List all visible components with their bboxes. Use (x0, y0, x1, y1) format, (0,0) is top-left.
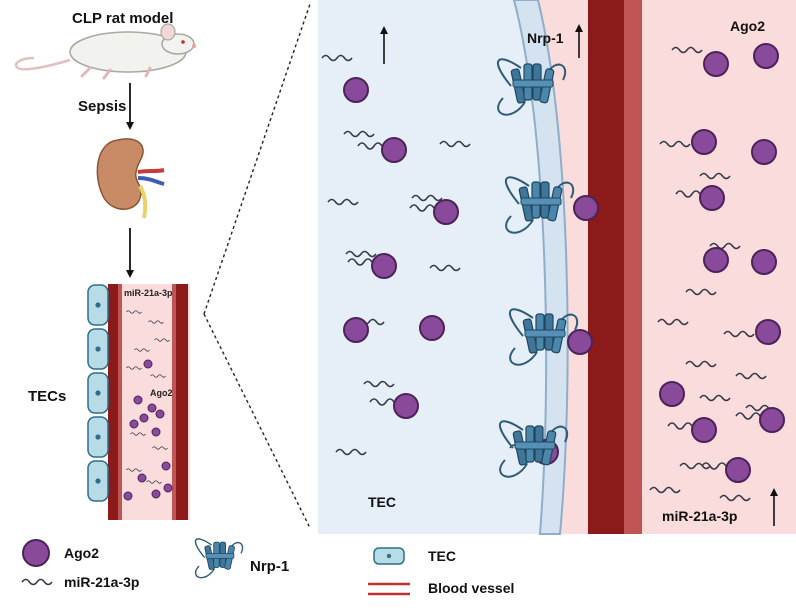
ago2-bound-mir (369, 398, 395, 406)
ago2-bound-mir (357, 142, 383, 150)
ago2-molecule (753, 43, 779, 69)
ago2-molecule (129, 419, 139, 429)
clp-rat-model-label: CLP rat model (72, 10, 174, 27)
cell-membrane (512, 0, 569, 535)
main-panel (318, 0, 796, 535)
vessel-wall-mid (624, 0, 642, 534)
tecs-label: TECs (28, 388, 67, 405)
ago2-molecule (155, 409, 165, 419)
small-mir-label: miR-21a-3p (124, 288, 173, 298)
ago2-molecule (725, 457, 751, 483)
zoom-line-top (203, 3, 311, 315)
ago2-molecule (123, 491, 133, 501)
ago2-molecule (751, 249, 777, 275)
ago2-molecule (343, 77, 369, 103)
ago2-molecule (143, 359, 153, 369)
ago2-bound-mir (701, 462, 727, 470)
ago2-molecule (699, 185, 725, 211)
ago2-molecule (659, 381, 685, 407)
ago2-molecule (751, 139, 777, 165)
vessel-wall-dark (588, 0, 624, 534)
legend-tec-label: TEC (428, 548, 456, 564)
ago2-molecule (573, 195, 599, 221)
rat-illustration (14, 23, 196, 80)
ago2-molecule (703, 247, 729, 273)
sepsis-label: Sepsis (78, 98, 127, 115)
legend-vessel-swatch (368, 582, 410, 596)
ago2-bound-mir (347, 258, 373, 266)
tec-cytoplasm (318, 0, 547, 534)
mir-lumen-label: miR-21a-3p (662, 508, 738, 524)
legend-ago2-swatch (22, 539, 50, 567)
ago2-bound-mir (667, 422, 693, 430)
ago2-molecule (151, 427, 161, 437)
ago2-molecule (567, 329, 593, 355)
ago2-molecule (381, 137, 407, 163)
ago2-bound-mir (675, 190, 701, 198)
tec-cell-label: TEC (368, 494, 396, 510)
ago2-molecule (139, 413, 149, 423)
zoom-line-bottom (203, 313, 311, 529)
ago2-bound-mir (409, 204, 435, 212)
ago2-bound-mir (735, 412, 761, 420)
ago2-molecule (759, 407, 785, 433)
kidney-illustration (96, 138, 165, 219)
ago2-molecule (147, 403, 157, 413)
legend-mir-swatch (21, 578, 53, 586)
small-ago2-label: Ago2 (150, 388, 173, 398)
ago2-molecule (691, 129, 717, 155)
ago2-molecule (343, 317, 369, 343)
legend-vessel-label: Blood vessel (428, 580, 515, 596)
ago2-molecule (419, 315, 445, 341)
ago2-molecule (133, 395, 143, 405)
legend-mir-label: miR-21a-3p (64, 574, 140, 590)
nrp1-label: Nrp-1 (527, 30, 564, 46)
ago2-molecule (151, 489, 161, 499)
tubule-illustration (87, 284, 190, 520)
legend-nrp1-swatch (194, 538, 244, 579)
legend-ago2-label: Ago2 (64, 545, 99, 561)
ago2-molecule (755, 319, 781, 345)
ago2-molecule (703, 51, 729, 77)
ago2-molecule (433, 199, 459, 225)
ago2-molecule (371, 253, 397, 279)
ago2-molecule (161, 461, 171, 471)
ago2-molecule (691, 417, 717, 443)
ago2-molecule (393, 393, 419, 419)
ago2-label: Ago2 (730, 18, 765, 34)
legend-nrp1-label: Nrp-1 (250, 558, 290, 575)
ago2-molecule (137, 473, 147, 483)
ago2-molecule (163, 483, 173, 493)
legend (21, 538, 410, 596)
